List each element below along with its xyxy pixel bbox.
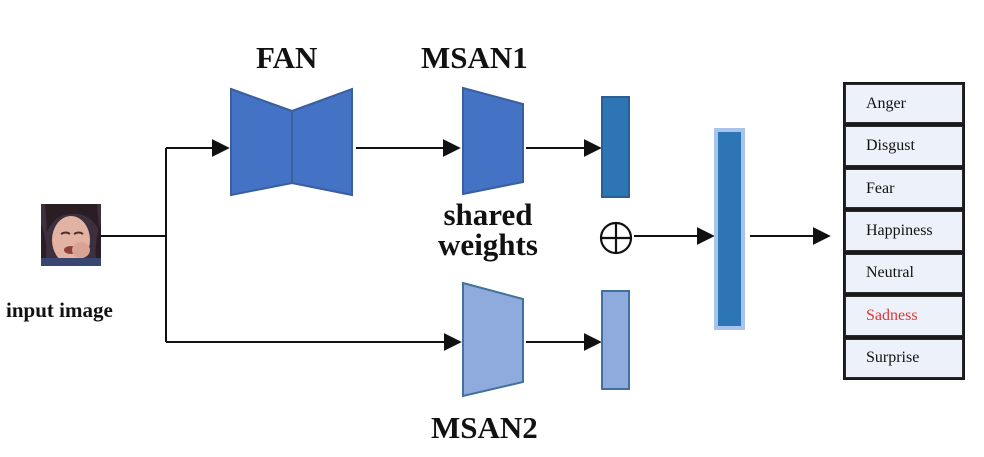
msan2-feature-vector [601,290,630,390]
sum-symbol [599,221,633,255]
emotion-class-happiness: Happiness [845,211,963,251]
fused-feature-vector [714,128,745,330]
fan-block [230,87,353,197]
msan1-feature-vector [601,96,630,198]
emotion-class-neutral: Neutral [845,253,963,294]
input-connector [101,139,462,351]
shared-weights-line1: shared [443,197,533,232]
shared-weights-label: shared weights [428,197,548,262]
msan2-block [462,281,524,398]
shared-weights-line2: weights [438,227,538,262]
msan1-label: MSAN1 [421,40,528,75]
emotion-class-fear: Fear [845,168,963,209]
input-face-image [41,204,101,266]
emotion-class-disgust: Disgust [845,126,963,166]
emotion-class-sadness: Sadness [845,296,963,336]
fan-label: FAN [256,40,318,75]
emotion-class-anger: Anger [845,84,963,124]
input-image-label: input image [6,298,113,322]
msan1-block [462,86,524,196]
msan2-label: MSAN2 [431,410,538,445]
emotion-class-surprise: Surprise [845,338,963,378]
emotion-class-list: Anger Disgust Fear Happiness Neutral Sad… [843,82,965,380]
